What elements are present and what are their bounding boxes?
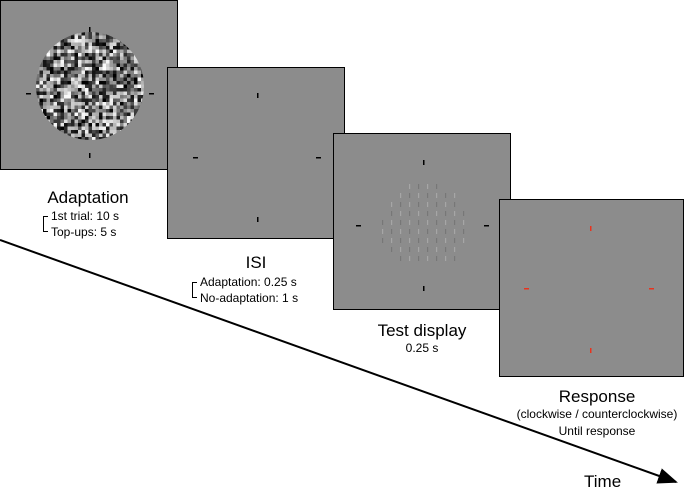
- fixation-marker-left: [193, 157, 198, 159]
- response-choice: (clockwise / counterclockwise): [516, 407, 678, 421]
- fixation-marker-bottom: [89, 153, 91, 158]
- fixation-marker-right: [316, 157, 321, 159]
- response-marker-right: [649, 288, 654, 290]
- response-screen: [499, 199, 684, 377]
- response-title: Response: [558, 387, 636, 406]
- gabor-array: [382, 184, 465, 261]
- fixation-marker-left: [26, 93, 31, 95]
- test-display-title: Test display: [377, 321, 467, 340]
- adaptation-screen: [0, 0, 178, 170]
- isi-screen: [167, 67, 345, 239]
- adaptation-top-ups: Top-ups: 5 s: [51, 225, 117, 239]
- response-marker-bottom: [590, 348, 592, 353]
- fixation-marker-left: [356, 225, 361, 227]
- isi-no-adaptation: No-adaptation: 1 s: [200, 291, 299, 305]
- fixation-marker-top: [89, 27, 91, 32]
- adaptation-title: Adaptation: [47, 188, 129, 207]
- isi-title: ISI: [245, 253, 267, 272]
- fixation-marker-bottom: [423, 286, 425, 291]
- test-display-screen: [333, 133, 511, 310]
- fixation-marker-top: [423, 160, 425, 165]
- adaptation-bracket: [43, 216, 48, 232]
- fixation-marker-top: [257, 93, 259, 98]
- fixation-marker-bottom: [257, 217, 259, 222]
- isi-adaptation: Adaptation: 0.25 s: [200, 275, 297, 289]
- adaptation-first-trial: 1st trial: 10 s: [51, 209, 120, 223]
- noise-disc: [26, 27, 154, 158]
- fixation-marker-right: [149, 93, 154, 95]
- response-duration: Until response: [558, 424, 636, 438]
- response-marker-top: [590, 226, 592, 231]
- isi-bracket: [192, 282, 197, 298]
- fixation-marker-right: [484, 225, 489, 227]
- time-label: Time: [584, 472, 622, 491]
- test-display-duration: 0.25 s: [405, 341, 439, 355]
- response-marker-left: [524, 288, 529, 290]
